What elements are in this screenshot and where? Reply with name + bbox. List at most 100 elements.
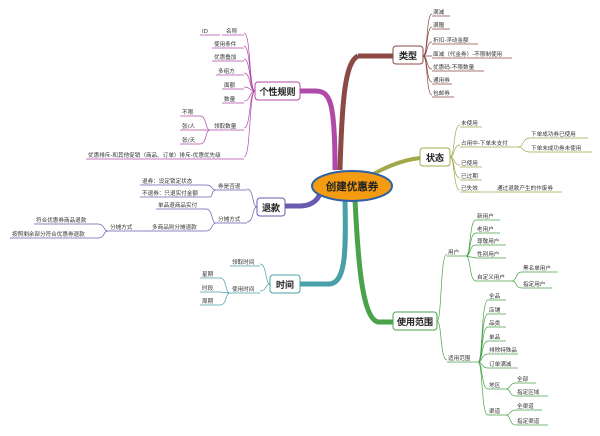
- scope-item: 指定区域: [517, 388, 540, 396]
- type-item: 包邮券: [433, 89, 450, 97]
- status-item: 通过退款产生的作废券: [497, 184, 553, 192]
- branch-status-connector: [368, 156, 421, 178]
- refund-item: 按照剩余部分符合优惠券退款: [12, 230, 85, 238]
- custom-item: 使用条件: [214, 40, 237, 48]
- branch-refund-label: 退款: [262, 202, 281, 214]
- status-item: 已使用: [461, 159, 478, 167]
- scope-item: 新用户: [477, 212, 494, 220]
- custom-item: 面额: [224, 81, 236, 89]
- type-leaf-underlines: [432, 15, 512, 98]
- custom-item: 名称: [226, 27, 238, 35]
- time-leaf-connectors: [259, 263, 271, 292]
- scope-sub-connectors: [505, 382, 517, 426]
- scope-group-connectors: [436, 253, 448, 361]
- custom-item: 张/人: [182, 122, 195, 130]
- scope-item: 全品: [489, 292, 501, 300]
- scope-item: 排除特殊品: [489, 346, 517, 354]
- scope-item: 地区: [489, 381, 501, 389]
- scope-item: 用户: [448, 248, 459, 256]
- time-item: 时段: [202, 284, 214, 292]
- branch-scope-label: 使用范围: [396, 316, 433, 328]
- refund-item: 券是否退: [218, 182, 241, 190]
- status-sub-connectors: [517, 137, 531, 153]
- scope-item: 渠道: [489, 407, 501, 415]
- branch-refund-connector: [285, 192, 323, 209]
- refund-item: 分摊方式: [218, 215, 241, 223]
- refund-item: 单品退商品实付: [158, 201, 198, 209]
- custom-leaf-connectors: [243, 32, 256, 158]
- refund-item: 分摊方式: [110, 223, 133, 231]
- scope-underlines: [447, 219, 558, 426]
- center-label: 创建优惠券: [325, 180, 379, 193]
- scope-item: 订单满减: [489, 360, 512, 368]
- custom-item: 数量: [224, 95, 236, 103]
- type-item: 通用券: [433, 76, 450, 84]
- scope-item: 全部: [517, 375, 529, 383]
- status-item: 下单未成功券未使用: [531, 144, 581, 152]
- time-item: 周期: [202, 298, 214, 305]
- branch-custom-label: 个性规则: [258, 86, 295, 98]
- scope-item: 单品: [489, 333, 501, 341]
- status-item: 占用中-下单未支付: [461, 139, 508, 147]
- refund-sub-connectors: [205, 184, 217, 198]
- time-item: 使用时间: [232, 285, 255, 293]
- time-sub-connectors: [219, 277, 231, 306]
- type-item: 面减（代金券）-不限制使用: [433, 50, 502, 58]
- type-item: 优惠码-不限数量: [433, 63, 475, 71]
- scope-item: 适用范围: [448, 354, 471, 362]
- branch-type-node[interactable]: [392, 45, 424, 65]
- type-item: 满赠: [433, 21, 445, 29]
- scope-item: 品类: [489, 319, 501, 327]
- scope-item: 尊敬用户: [477, 237, 499, 245]
- time-item: 领取时间: [232, 258, 255, 266]
- refund-sub-connectors: [97, 223, 150, 239]
- status-item: 已过期: [461, 172, 478, 180]
- refund-leaf-connectors: [246, 188, 258, 223]
- custom-sub-connectors: [199, 115, 211, 145]
- custom-item: 领取数量: [214, 122, 237, 130]
- custom-item: 张/天: [182, 136, 195, 144]
- center-node[interactable]: [311, 170, 393, 202]
- custom-item: ID: [202, 29, 208, 35]
- custom-underlines: [86, 34, 244, 160]
- scope-item: 店铺: [489, 306, 501, 314]
- type-item: 折扣-浮动金额: [433, 36, 469, 44]
- scope-item: 黑名单用户: [523, 264, 551, 272]
- refund-sub-connectors: [205, 208, 217, 232]
- scope-item: 自定义用户: [477, 273, 505, 281]
- custom-item: 优惠排斥-和其他促销（商品、订单）排斥-优惠优先级: [88, 151, 221, 159]
- refund-item: 不退券：只退实付金额: [142, 189, 198, 197]
- scope-item: 性别用户: [477, 250, 499, 258]
- refund-item: 退券：设定锁定状态: [142, 177, 193, 185]
- custom-item: 优惠叠加: [214, 53, 237, 61]
- status-leaf-connectors: [449, 124, 461, 191]
- status-leaf-underlines: [460, 126, 592, 193]
- type-item: 满减: [433, 8, 445, 16]
- custom-item: 多组方: [218, 67, 235, 75]
- status-item: 下单成功券已使用: [531, 130, 576, 138]
- scope-item: 全渠道: [517, 402, 534, 410]
- scope-item: 老用户: [477, 225, 494, 233]
- status-item: 未使用: [461, 119, 478, 127]
- branch-custom-connector: [300, 88, 338, 171]
- scope-item: 指定渠道: [517, 417, 540, 425]
- scope-custom-user-connectors: [511, 271, 523, 289]
- branch-status-label: 状态: [426, 152, 444, 164]
- scope-item: 指定用户: [523, 280, 545, 288]
- branch-type-label: 类型: [399, 50, 417, 62]
- refund-underlines: [10, 184, 247, 239]
- scope-range-connectors: [477, 299, 489, 416]
- time-underlines: [200, 265, 260, 306]
- scope-user-connectors: [465, 219, 477, 282]
- branch-type-connector: [337, 53, 360, 171]
- type-leaf-connectors: [422, 13, 433, 96]
- refund-item: 多商品则分摊退款: [152, 223, 197, 231]
- branch-scope-connector: [352, 199, 393, 325]
- time-item: 星期: [202, 271, 214, 278]
- custom-item: 不限: [182, 108, 194, 116]
- branch-time-connector: [298, 199, 348, 287]
- branch-time-label: 时间: [276, 279, 294, 291]
- refund-item: 符合优惠券商品退款: [36, 216, 87, 224]
